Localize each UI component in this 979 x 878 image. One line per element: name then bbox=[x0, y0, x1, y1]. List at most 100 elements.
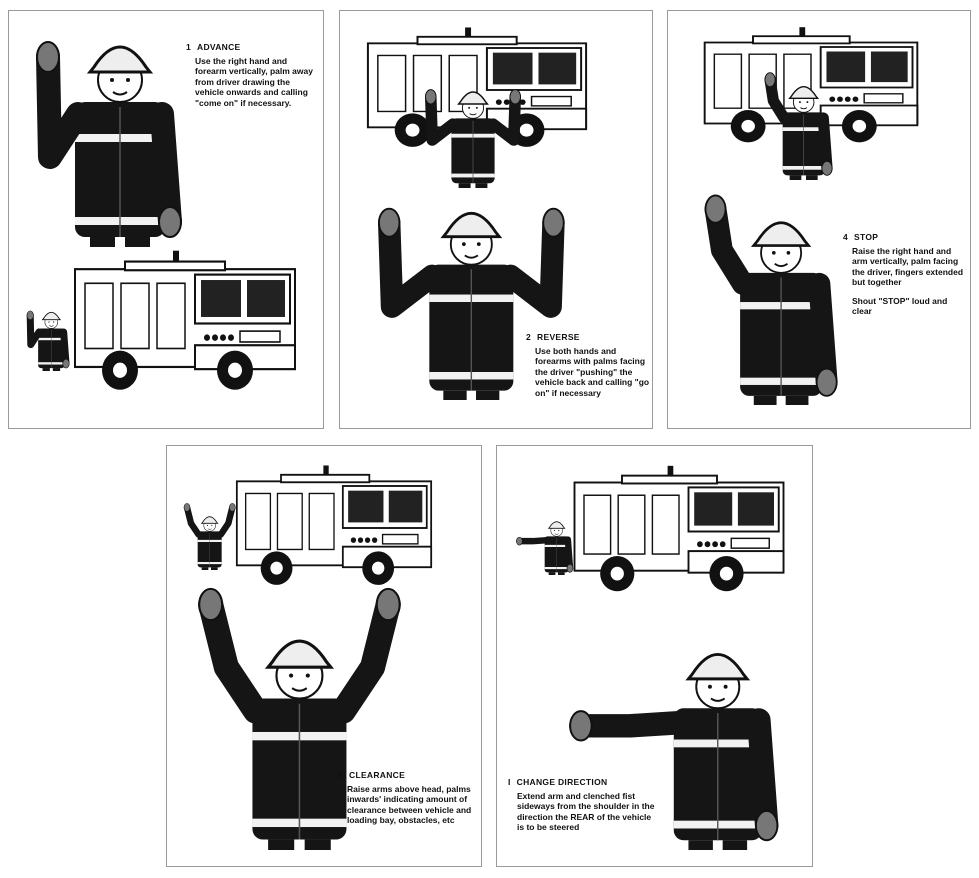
helmet-icon bbox=[685, 653, 751, 681]
locker-door bbox=[651, 494, 680, 555]
signal-title: ADVANCE bbox=[197, 42, 241, 52]
signal-title: REVERSE bbox=[537, 332, 580, 342]
glove-icon bbox=[569, 710, 593, 742]
windscreen-icon bbox=[870, 51, 908, 83]
firefighter-advance bbox=[36, 41, 182, 247]
headlight-icon bbox=[350, 537, 357, 543]
locker-door bbox=[583, 494, 612, 555]
leg bbox=[789, 175, 802, 180]
eye bbox=[476, 242, 481, 246]
eye bbox=[558, 529, 560, 531]
small-firefighter bbox=[425, 89, 522, 188]
windscreen-icon bbox=[388, 490, 423, 523]
headlight-icon bbox=[212, 334, 218, 341]
grille bbox=[239, 330, 281, 343]
locker-door bbox=[276, 492, 303, 551]
glove-icon bbox=[198, 587, 224, 622]
right-arm bbox=[198, 592, 269, 724]
headlight-icon bbox=[837, 96, 843, 102]
eye bbox=[475, 106, 478, 109]
leg bbox=[476, 390, 500, 400]
leg bbox=[211, 567, 218, 570]
windscreen-icon bbox=[538, 52, 577, 85]
headlight-icon bbox=[204, 334, 210, 341]
leg bbox=[785, 395, 809, 405]
leg bbox=[548, 572, 556, 575]
windscreen-icon bbox=[201, 280, 241, 317]
wheel-hub bbox=[519, 123, 534, 137]
glove-icon bbox=[509, 89, 522, 105]
leg bbox=[722, 840, 748, 850]
helmet-icon bbox=[41, 311, 62, 321]
eye bbox=[806, 101, 809, 103]
light-bar bbox=[280, 473, 371, 484]
right-arm bbox=[425, 91, 459, 146]
glove-icon bbox=[229, 503, 236, 512]
eye bbox=[708, 684, 712, 689]
windscreen-icon bbox=[247, 280, 285, 317]
left-arm bbox=[330, 592, 401, 724]
mouth bbox=[207, 528, 212, 530]
wheel-hub bbox=[371, 561, 385, 575]
mouth bbox=[291, 687, 308, 692]
leg bbox=[90, 237, 115, 247]
locker-door bbox=[617, 494, 646, 555]
small-firefighter bbox=[516, 521, 574, 575]
mouth bbox=[554, 533, 559, 535]
headlight-icon bbox=[844, 96, 851, 102]
left-arm bbox=[564, 536, 574, 572]
signal-title: STOP bbox=[854, 232, 879, 242]
grille bbox=[863, 93, 904, 104]
eye bbox=[462, 242, 466, 246]
left-arm bbox=[487, 91, 522, 146]
glove-icon bbox=[754, 809, 779, 842]
eye bbox=[110, 78, 114, 82]
headlight-icon bbox=[519, 99, 526, 105]
signal-description: Use the right hand and forearm verticall… bbox=[195, 55, 313, 108]
signal-description: Use both hands and forearms with palms f… bbox=[535, 345, 650, 398]
helmet-icon bbox=[440, 212, 503, 239]
locker-door bbox=[308, 492, 335, 551]
light-bar bbox=[124, 260, 226, 272]
beacon bbox=[667, 465, 674, 476]
headlight-icon bbox=[712, 541, 718, 548]
wheel-hub bbox=[852, 119, 867, 133]
left-arm bbox=[217, 504, 236, 538]
glove-icon bbox=[704, 194, 727, 224]
left-arm bbox=[817, 112, 833, 174]
mouth bbox=[800, 107, 808, 110]
wheel-hub bbox=[719, 566, 734, 581]
firefighter-stop bbox=[704, 194, 838, 405]
mouth bbox=[469, 113, 477, 116]
fire-engine bbox=[573, 465, 785, 592]
right-arm bbox=[26, 311, 43, 349]
helmet-icon bbox=[86, 45, 154, 74]
leg bbox=[42, 368, 50, 371]
windscreen-icon bbox=[694, 492, 733, 526]
eye bbox=[126, 78, 130, 82]
helmet-icon bbox=[788, 85, 820, 100]
glove-icon bbox=[542, 207, 565, 238]
signal-title: CLEARANCE bbox=[349, 770, 406, 780]
leg bbox=[125, 237, 150, 247]
wheel-hub bbox=[228, 362, 242, 378]
helmet-icon bbox=[457, 91, 489, 105]
grille bbox=[530, 95, 572, 107]
grille bbox=[730, 537, 770, 549]
signal-description: Raise arms above head, palms inwards' in… bbox=[347, 783, 472, 826]
beacon bbox=[465, 27, 472, 37]
windscreen-icon bbox=[492, 52, 533, 85]
mouth bbox=[774, 263, 789, 267]
fire-engine bbox=[74, 250, 296, 390]
leg bbox=[52, 368, 61, 371]
leg bbox=[443, 390, 467, 400]
left-arm bbox=[808, 272, 838, 394]
helmet-icon bbox=[547, 521, 566, 529]
headlight-icon bbox=[220, 334, 226, 341]
glove-icon bbox=[62, 358, 70, 369]
glove-icon bbox=[425, 89, 437, 105]
eye bbox=[53, 321, 55, 323]
wheel-hub bbox=[610, 566, 624, 581]
